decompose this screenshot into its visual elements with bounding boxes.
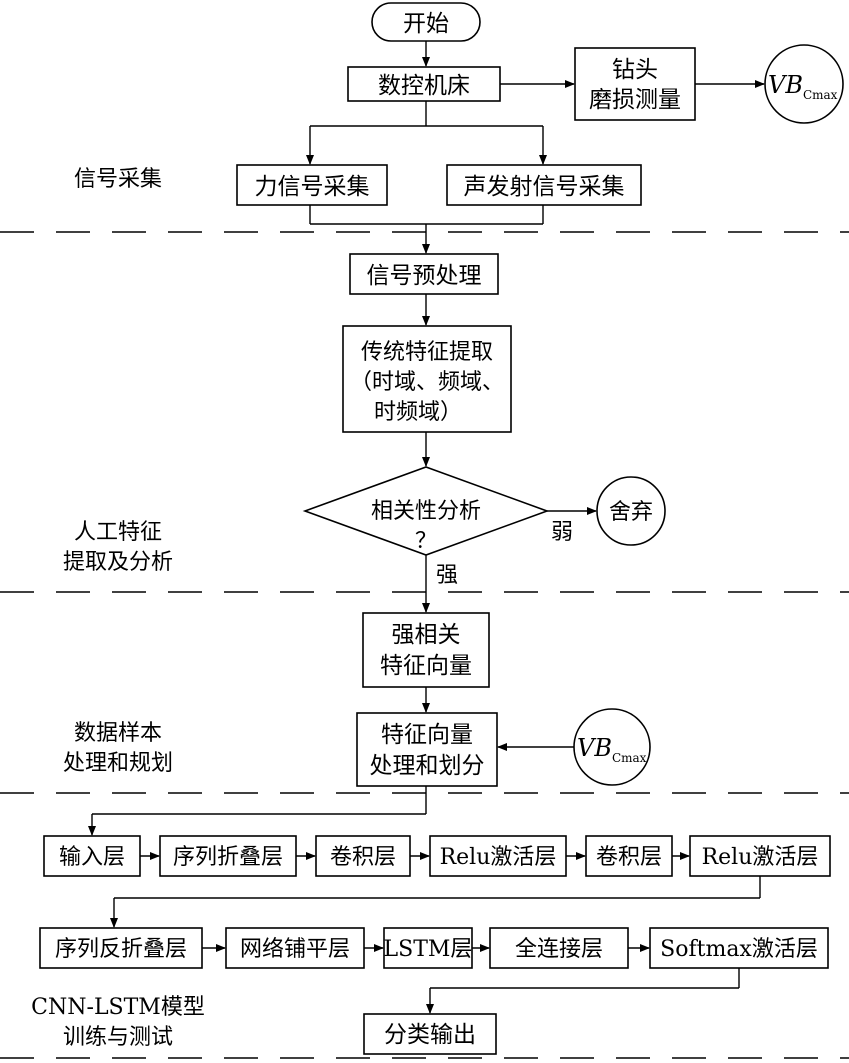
vb-cmax-circle-bottom [573, 708, 651, 786]
cnc-machine-label: 数控机床 [378, 73, 470, 99]
preprocess-box [349, 253, 499, 295]
layer-seq-unfold-label: 序列反折叠层 [55, 937, 187, 962]
layer-relu1-label: Relu激活层 [440, 845, 557, 870]
traditional-feature-label-3: 时频域） [374, 400, 462, 425]
drill-wear-box [574, 47, 696, 121]
section-label-manual-1: 人工特征 [74, 520, 162, 545]
layer-input-label: 输入层 [59, 845, 125, 870]
traditional-feature-label-1: 传统特征提取 [361, 340, 493, 365]
section-label-sample-1: 数据样本 [74, 721, 162, 746]
layer-flatten-box [225, 927, 365, 969]
layer-flatten-label: 网络铺平层 [240, 937, 350, 962]
section-label-model-2: 训练与测试 [63, 1025, 173, 1050]
weak-label: 弱 [551, 520, 573, 545]
strong-label: 强 [436, 563, 458, 588]
layer-input-box [43, 835, 141, 877]
preprocess-label: 信号预处理 [367, 263, 482, 289]
force-signal-box [236, 164, 388, 206]
classification-output-box [363, 1013, 497, 1055]
vb-cmax-label-top: VBCmax [768, 71, 838, 102]
layer-seq-fold-box [159, 835, 297, 877]
traditional-feature-label-2: （时域、频域、 [350, 370, 504, 395]
vb-cmax-label-bottom: VBCmax [577, 734, 647, 765]
section-label-manual-2: 提取及分析 [63, 550, 173, 575]
drill-wear-label-2: 磨损测量 [589, 87, 681, 113]
vector-processing-label-2: 处理和划分 [370, 753, 485, 779]
section-label-sample-2: 处理和规划 [63, 751, 173, 776]
force-signal-label: 力信号采集 [255, 174, 370, 200]
section-label-model-1: CNN-LSTM模型 [31, 995, 205, 1020]
traditional-feature-box [342, 325, 512, 433]
layer-relu2-box [689, 835, 831, 877]
start-label: 开始 [403, 11, 449, 37]
layer-relu2-label: Relu激活层 [702, 845, 819, 870]
layer-seq-unfold-box [39, 927, 203, 969]
discard-label: 舍弃 [609, 500, 653, 525]
decision-label-2: ？ [415, 529, 437, 554]
vector-processing-label-1: 特征向量 [381, 722, 473, 748]
section-label-signal: 信号采集 [74, 167, 162, 192]
layer-fc-label: 全连接层 [515, 937, 603, 962]
layer-softmax-label: Softmax激活层 [660, 937, 818, 962]
ae-signal-label: 声发射信号采集 [464, 174, 625, 200]
strong-vector-label-1: 强相关 [392, 622, 461, 648]
decision-label-1: 相关性分析 [371, 499, 481, 524]
layer-fc-box [489, 927, 629, 969]
layer-conv1-label: 卷积层 [330, 845, 396, 870]
layer-conv2-label: 卷积层 [596, 845, 662, 870]
layer-conv2-box [585, 835, 673, 877]
layer-relu1-box [429, 835, 567, 877]
vb-cmax-circle-top [764, 44, 844, 124]
vector-processing-box [356, 712, 498, 787]
classification-output-label: 分类输出 [384, 1022, 476, 1048]
ae-signal-box [446, 164, 642, 206]
drill-wear-label-1: 钻头 [612, 57, 658, 83]
layer-seq-fold-label: 序列折叠层 [173, 845, 283, 870]
layer-lstm-label: LSTM层 [384, 937, 473, 962]
strong-vector-label-2: 特征向量 [380, 653, 472, 679]
discard-circle [596, 476, 666, 546]
